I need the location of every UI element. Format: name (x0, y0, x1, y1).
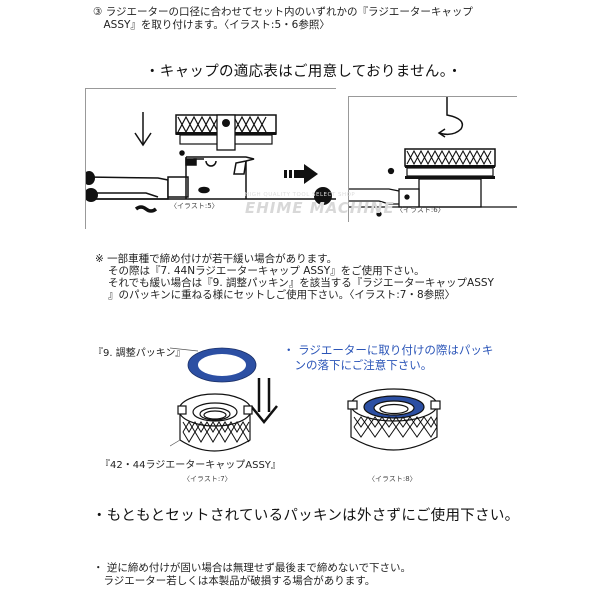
radiator-neck-icon (349, 167, 517, 217)
illustration-7-packing-and-cap (170, 347, 278, 452)
illustration-5-panel (83, 88, 336, 229)
radiator-cap-assy-icon (177, 393, 253, 452)
illustration-5-caption: 〈イラスト:5〉 (170, 202, 219, 210)
step3-line1: ③ ラジエーターの口径に合わせてセット内のいずれかの『ラジエーターキャップ (93, 6, 473, 18)
illustration-8-cap-with-packing (347, 388, 441, 451)
hose-clamp-blobs (83, 171, 332, 213)
illustration-7-caption: 〈イラスト:7〉 (183, 475, 232, 483)
blue-note-line1: ・ ラジエーターに取り付けの際はパッキ (283, 343, 494, 357)
packing-label: 『9. 調整パッキン』 (93, 348, 186, 359)
down-arrow-icon (134, 112, 152, 147)
rotate-arrow-icon (437, 97, 464, 138)
blue-note-line2: ンの落下にご注意下さい。 (283, 358, 433, 372)
illustration-8-caption: 〈イラスト:8〉 (368, 475, 417, 483)
note-line4: 』のパッキンに重ねる様にセットしご使用下さい。〈イラスト:7・8参照〉 (108, 289, 456, 301)
warning-line2: ラジエーター若しくは本製品が破損する場合があります。 (93, 575, 376, 587)
radiator-cap-install-illustration (83, 112, 336, 213)
packing-leader-line (170, 347, 199, 352)
keep-packing-notice: ・もともとセットされているパッキンは外さずにご使用下さい。 (92, 508, 520, 524)
step3-line2: ASSY』を取り付けます。〈イラスト:5・6参照〉 (93, 19, 330, 31)
warning-line1: ・ 逆に締め付けが固い場合は無理せず最後まで締めないで下さい。 (93, 562, 412, 574)
cap-leader-line (170, 439, 181, 447)
knurled-cap-icon (175, 114, 277, 151)
notice-no-table: ・キャップの適応表はご用意しておりません。・ (145, 64, 463, 80)
watermark-logo: EHIME MACHINE (245, 199, 395, 217)
note-line3: それでも緩い場合は『9. 調整パッキン』を該当する『ラジエーターキャップASSY (108, 277, 494, 289)
watermark-tagline: HIGH QUALITY TOOL SELECT SHOP (245, 192, 356, 198)
radiator-neck-icon (85, 150, 336, 200)
right-arrow-icon (284, 164, 318, 184)
radiator-cap-tightened-illustration (349, 97, 517, 217)
note-line1: ※ 一部車種で締め付けが若干緩い場合があります。 (95, 253, 338, 265)
cap-assy-label: 『42・44ラジエーターキャップASSY』 (100, 460, 281, 471)
knurled-cap-icon (404, 148, 496, 179)
adjustment-packing-icon (187, 347, 257, 383)
radiator-cap-assy-icon (347, 388, 441, 451)
illustration-6-caption: 〈イラスト:6〉 (396, 206, 445, 214)
down-double-arrow-icon (250, 378, 278, 424)
note-line2: その際は『7. 44Nラジエーターキャップ ASSY』をご使用下さい。 (108, 265, 425, 277)
illustration-6-panel (348, 96, 517, 222)
